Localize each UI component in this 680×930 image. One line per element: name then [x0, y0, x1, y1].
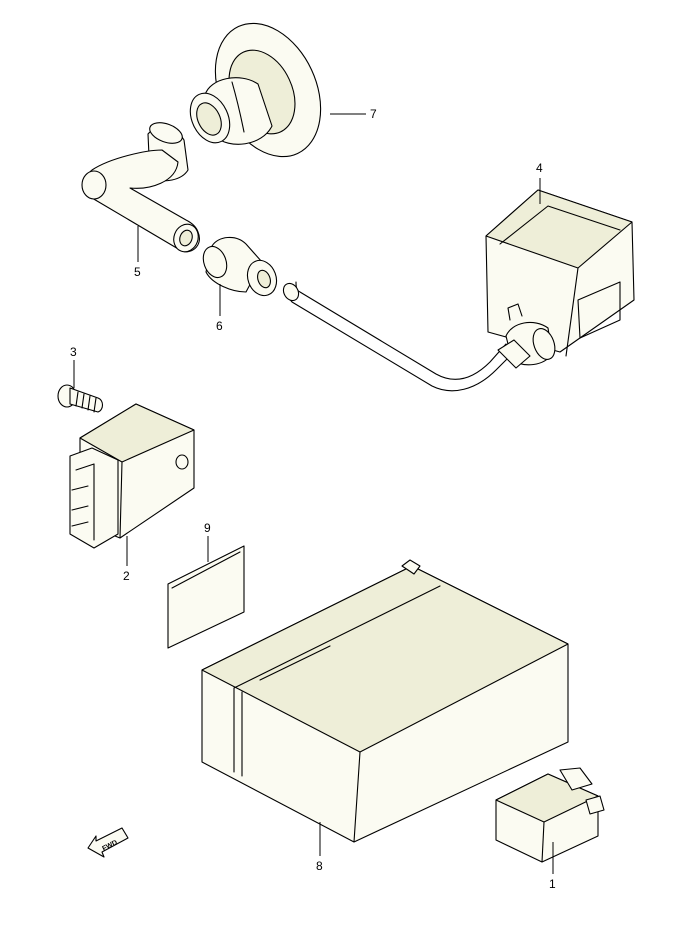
- callout-8: 8: [316, 859, 323, 873]
- callout-7: 7: [370, 107, 377, 121]
- part-9-label: [167, 545, 245, 649]
- fwd-arrow-icon: FWD: [87, 827, 129, 858]
- callout-6: 6: [216, 319, 223, 333]
- callouts: 7 4 5 6 3 2 9 8 1: [70, 107, 556, 891]
- callout-5: 5: [134, 265, 141, 279]
- leader-lines: [73, 113, 554, 874]
- part-3-screw: [57, 384, 104, 413]
- callout-3: 3: [70, 345, 77, 359]
- part-8-battery: [201, 559, 569, 843]
- part-6-grommet: [202, 236, 278, 297]
- part-2-regulator: [69, 403, 195, 549]
- callout-9: 9: [204, 521, 211, 535]
- part-5-plug-cap: [81, 122, 200, 253]
- part-4-ignition-coil: [282, 189, 635, 392]
- callout-4: 4: [536, 161, 543, 175]
- callout-2: 2: [123, 569, 130, 583]
- part-1-relay: [495, 767, 605, 863]
- callout-1: 1: [549, 877, 556, 891]
- part-7-plug-cap-boot: [189, 22, 322, 158]
